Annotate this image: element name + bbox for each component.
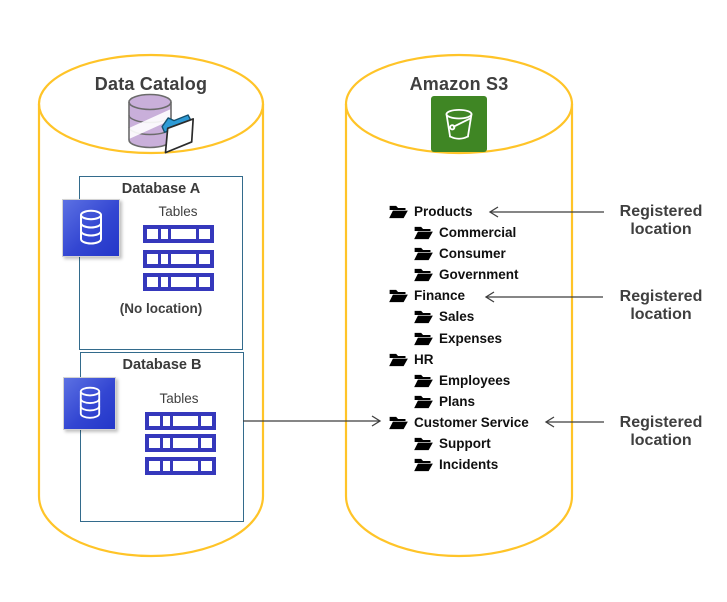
database-a-tables-label: Tables <box>158 204 198 219</box>
database-b-tables-label: Tables <box>159 391 199 406</box>
amazon-s3-title: Amazon S3 <box>409 74 509 94</box>
folder-incidents: Incidents <box>414 454 498 475</box>
open-folder-icon <box>414 226 433 239</box>
folder-label: Sales <box>439 309 475 324</box>
folder-label: Consumer <box>439 246 506 261</box>
table-row <box>145 412 216 430</box>
folder-label: Products <box>414 204 473 219</box>
folder-commercial: Commercial <box>414 222 516 243</box>
folder-products: Products <box>389 201 473 222</box>
folder-label: HR <box>414 352 434 367</box>
open-folder-icon <box>389 416 408 429</box>
folder-consumer: Consumer <box>414 243 506 264</box>
open-folder-icon <box>389 353 408 366</box>
folder-employees: Employees <box>414 370 510 391</box>
bucket-glyph <box>445 108 473 140</box>
open-folder-icon <box>414 247 433 260</box>
open-folder-icon <box>389 289 408 302</box>
open-folder-icon <box>414 458 433 471</box>
data-catalog-title: Data Catalog <box>94 74 208 94</box>
folder-label: Government <box>439 267 519 282</box>
amazon-s3-icon <box>431 96 487 152</box>
database-glyph <box>79 386 100 419</box>
folder-label: Customer Service <box>414 415 529 430</box>
open-folder-icon <box>414 268 433 281</box>
database-a-box: Database A Tables (No location) <box>79 176 243 350</box>
amazon-s3-cylinder <box>344 53 574 558</box>
table-row <box>143 225 214 243</box>
registered-location-label-finance: Registered location <box>619 288 703 323</box>
folder-label: Finance <box>414 288 466 303</box>
open-folder-icon <box>414 332 433 345</box>
database-b-name: Database B <box>122 357 202 373</box>
folder-finance: Finance <box>389 285 465 306</box>
folder-customer-service: Customer Service <box>389 412 529 433</box>
table-row <box>143 250 214 268</box>
database-a-no-location: (No location) <box>119 301 203 316</box>
database-b-icon <box>63 377 116 430</box>
registered-location-label-customer-service: Registered location <box>619 414 703 449</box>
folder-hr: HR <box>389 349 434 370</box>
folder-label: Support <box>439 436 491 451</box>
open-folder-icon <box>414 374 433 387</box>
folder-expenses: Expenses <box>414 328 502 349</box>
open-folder-icon <box>414 395 433 408</box>
folder-sales: Sales <box>414 306 474 327</box>
database-a-icon <box>62 199 120 257</box>
database-a-name: Database A <box>121 181 201 197</box>
open-folder-icon <box>414 310 433 323</box>
folder-support: Support <box>414 433 491 454</box>
table-row <box>145 434 216 452</box>
folder-label: Commercial <box>439 225 517 240</box>
table-row <box>145 457 216 475</box>
open-folder-icon <box>414 437 433 450</box>
folder-government: Government <box>414 264 519 285</box>
folder-label: Plans <box>439 394 476 409</box>
folder-label: Expenses <box>439 331 503 346</box>
open-folder-icon <box>389 205 408 218</box>
registered-location-label-products: Registered location <box>619 203 703 238</box>
table-row <box>143 273 214 291</box>
data-catalog-cylinder <box>37 53 265 558</box>
folder-label: Employees <box>439 373 511 388</box>
data-catalog-icon <box>128 93 195 154</box>
catalog-folder-glyph <box>161 114 195 154</box>
folder-plans: Plans <box>414 391 475 412</box>
database-glyph <box>80 209 102 245</box>
s3-folder-tree: Products Commercial Consumer Government … <box>389 0 589 602</box>
folder-label: Incidents <box>439 457 499 472</box>
